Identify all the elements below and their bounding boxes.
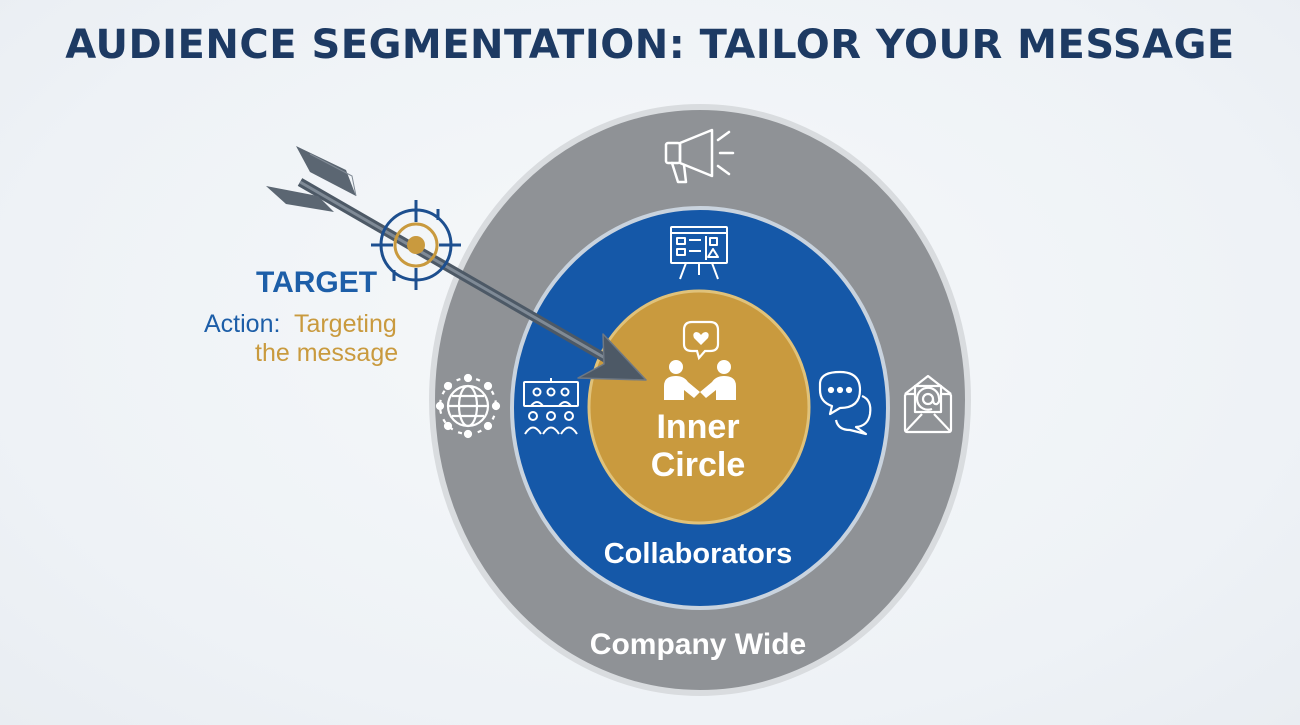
crosshair-target-icon [371, 200, 461, 290]
megaphone-icon [664, 128, 735, 184]
handshake-heart-icon [664, 320, 736, 400]
action-prefix: Action: [204, 310, 280, 338]
middle-ring-label: Collaborators [604, 538, 793, 570]
action-line1: Action: Targeting [204, 310, 397, 338]
chat-bubbles-icon [818, 370, 872, 436]
action-word: Targeting [294, 310, 397, 338]
page-title: AUDIENCE SEGMENTATION: TAILOR YOUR MESSA… [65, 22, 1235, 68]
presentation-board-icon [670, 226, 728, 280]
inner-circle [587, 289, 811, 525]
team-meeting-icon [523, 378, 579, 435]
action-line2: the message [255, 339, 398, 367]
outer-ring-label: Company Wide [590, 628, 806, 661]
arrow-fletching [266, 146, 357, 212]
inner-circle-label-line2: Circle [651, 446, 746, 484]
target-label: TARGET [256, 266, 377, 299]
email-icon [903, 374, 953, 434]
arrowhead [577, 333, 647, 381]
globe-network-icon [435, 373, 501, 439]
inner-circle-label-line1: Inner [656, 408, 739, 446]
